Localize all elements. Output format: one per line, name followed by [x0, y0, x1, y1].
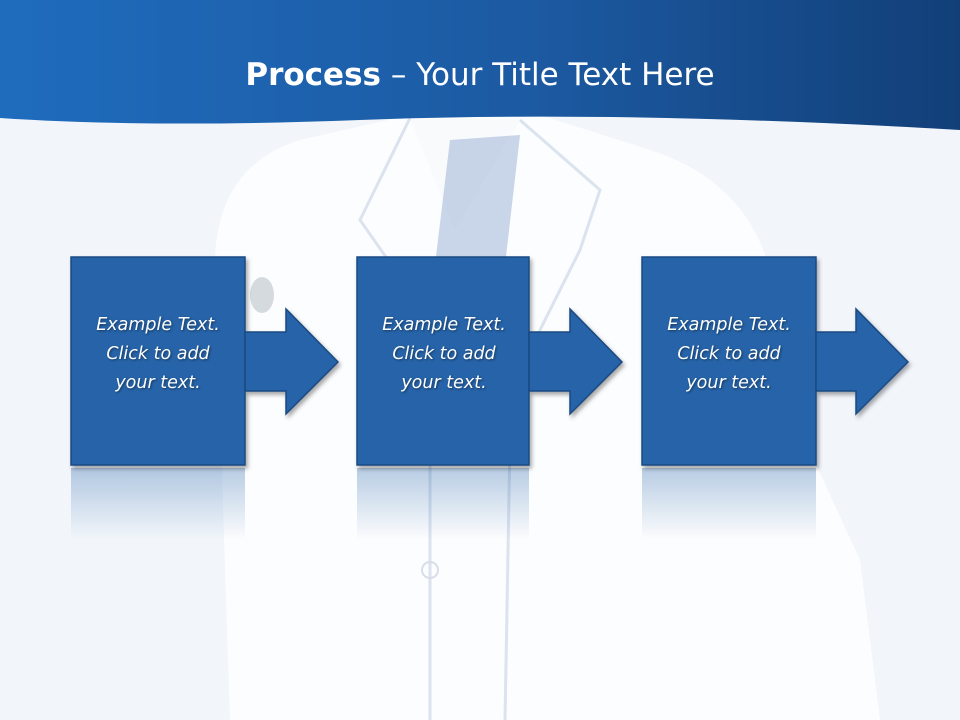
step-text-line: Example Text. [667, 315, 791, 335]
step-reflections [71, 468, 816, 540]
title-separator: – [381, 57, 417, 93]
process-step-3[interactable] [641, 256, 910, 466]
step-1-text[interactable]: Example Text. Click to add your text. [70, 311, 246, 398]
step-text-line: Click to add [677, 344, 781, 364]
step-text-line: Example Text. [382, 315, 506, 335]
step-text-line: Example Text. [96, 315, 220, 335]
step-2-text[interactable]: Example Text. Click to add your text. [356, 311, 532, 398]
process-step-1[interactable] [70, 256, 340, 466]
step-text-line: Click to add [106, 344, 210, 364]
title-bold-part: Process [245, 57, 381, 93]
slide-title[interactable]: Process – Your Title Text Here [0, 50, 960, 100]
step-text-line: your text. [401, 373, 487, 393]
header-band [0, 0, 960, 130]
step-text-line: Click to add [392, 344, 496, 364]
step-text-line: your text. [115, 373, 201, 393]
process-step-2[interactable] [356, 256, 624, 466]
arrow-icon [244, 307, 340, 416]
step-3-text[interactable]: Example Text. Click to add your text. [641, 311, 817, 398]
arrow-icon [528, 307, 624, 416]
arrow-icon [815, 307, 910, 416]
title-rest: Your Title Text Here [416, 57, 715, 93]
step-text-line: your text. [686, 373, 772, 393]
